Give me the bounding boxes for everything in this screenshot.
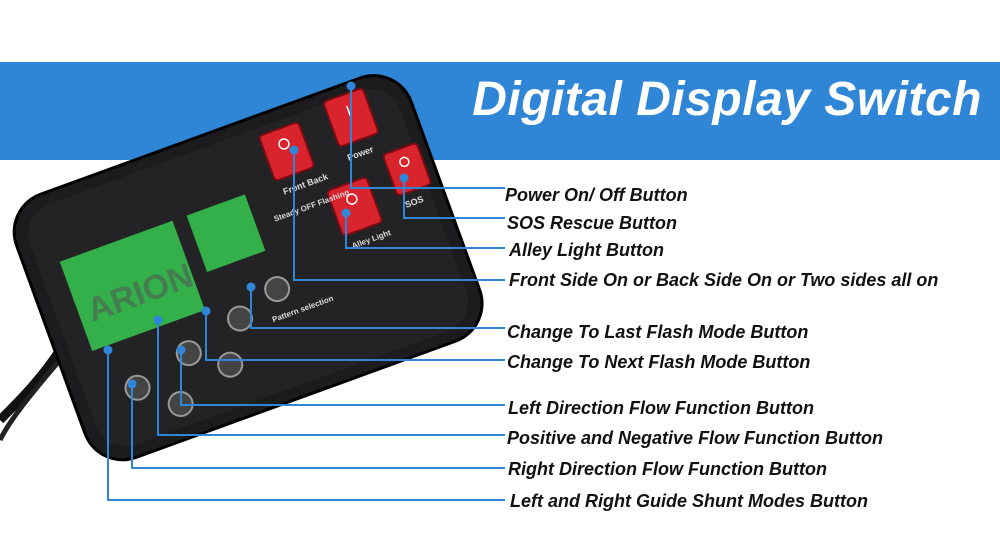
rocker-alley-light[interactable] — [326, 176, 383, 237]
last-mode-button[interactable] — [262, 274, 293, 305]
rocker-sos[interactable] — [382, 142, 432, 197]
device-face — [28, 89, 469, 447]
callout-positive-negative-flow: Positive and Negative Flow Function Butt… — [507, 428, 884, 448]
display-panel-left — [59, 220, 205, 352]
callout-front-back: Front Side On or Back Side On or Two sid… — [509, 270, 939, 290]
display-panel-right — [186, 194, 266, 272]
callout-lines — [107, 86, 505, 501]
callout-dots — [103, 81, 409, 389]
callout-left-direction-flow: Left Direction Flow Function Button — [508, 398, 814, 418]
title-banner: Digital Display Switch — [0, 62, 1000, 160]
callout-next-flash-mode: Change To Next Flash Mode Button — [507, 352, 811, 372]
callout-sos-rescue: SOS Rescue Button — [507, 213, 678, 233]
callout-alley-light: Alley Light Button — [509, 240, 664, 260]
callout-power-on-off: Power On/ Off Button — [505, 185, 688, 205]
callout-guide-shunt: Left and Right Guide Shunt Modes Button — [510, 491, 868, 511]
banner-title: Digital Display Switch — [472, 73, 982, 126]
callout-right-direction-flow: Right Direction Flow Function Button — [508, 459, 827, 479]
cable-2 — [0, 358, 62, 442]
cable — [0, 347, 64, 424]
device-body-group: ARION Front Back Power SOS Alley Light S… — [12, 74, 484, 462]
callout-last-flash-mode: Change To Last Flash Mode Button — [507, 322, 809, 342]
